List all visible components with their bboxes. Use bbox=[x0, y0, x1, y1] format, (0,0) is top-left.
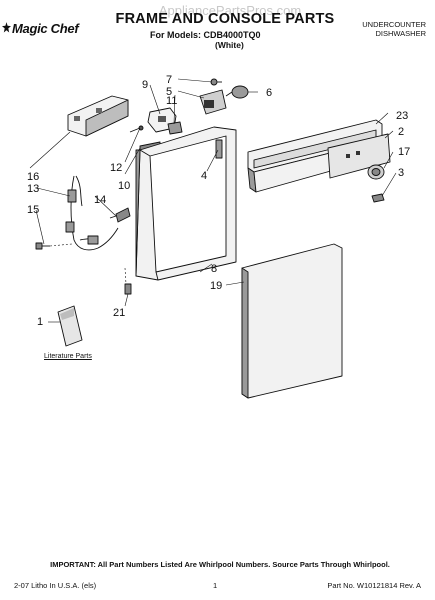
part-5-switch bbox=[199, 89, 227, 115]
model-line: For Models: CDB4000TQ0 bbox=[150, 30, 261, 40]
product-type: UNDERCOUNTER DISHWASHER bbox=[330, 20, 426, 38]
color-line: (White) bbox=[215, 40, 244, 50]
footer-part-number: Part No. W10121814 Rev. A bbox=[327, 581, 421, 590]
footer-page-number: 1 bbox=[213, 581, 218, 590]
part-16-wire-cover bbox=[67, 95, 129, 137]
product-type-line1: UNDERCOUNTER bbox=[362, 20, 426, 29]
footer-notice: IMPORTANT: All Part Numbers Listed Are W… bbox=[50, 560, 390, 569]
footer-litho: 2-07 Litho In U.S.A. (els) bbox=[14, 581, 97, 590]
callout-11: 11 bbox=[166, 95, 177, 107]
callout-14: 14 bbox=[94, 194, 106, 206]
part-6-actuator bbox=[225, 85, 249, 99]
part-11-strike bbox=[167, 121, 183, 135]
callout-17: 17 bbox=[398, 146, 410, 158]
part-19-door-panel bbox=[241, 243, 343, 399]
callout-9: 9 bbox=[142, 79, 148, 91]
part-15-screw bbox=[35, 242, 50, 250]
callout-8: 8 bbox=[211, 263, 217, 275]
callout-12: 12 bbox=[110, 162, 122, 174]
callout-4: 4 bbox=[201, 170, 207, 182]
part-21-clip bbox=[124, 283, 132, 295]
callout-21: 21 bbox=[113, 307, 125, 319]
callout-labels: 1 2 3 4 5 6 7 8 9 10 11 12 13 14 15 16 1… bbox=[27, 74, 410, 328]
callout-1: 1 bbox=[37, 316, 43, 328]
part-3-button bbox=[371, 193, 385, 203]
callout-6: 6 bbox=[266, 87, 272, 99]
part-8-door-frame bbox=[135, 126, 237, 281]
part-4-label bbox=[215, 139, 223, 159]
part-2-control-panel bbox=[327, 133, 391, 179]
callout-13: 13 bbox=[27, 183, 39, 195]
callout-5: 5 bbox=[166, 86, 172, 98]
literature-parts-label: Literature Parts bbox=[44, 353, 92, 360]
part-7-screw bbox=[210, 78, 222, 86]
page-title: FRAME AND CONSOLE PARTS bbox=[115, 11, 335, 27]
callout-15: 15 bbox=[27, 204, 39, 216]
part-12-screw bbox=[129, 125, 144, 133]
part-1-literature bbox=[57, 305, 83, 347]
part-14-clip bbox=[109, 207, 131, 223]
callout-7: 7 bbox=[166, 74, 172, 86]
brand-logo: Magic Chef bbox=[12, 21, 79, 36]
part-13-wire-harness bbox=[65, 175, 119, 251]
callout-10: 10 bbox=[118, 180, 130, 192]
callout-2: 2 bbox=[398, 126, 404, 138]
leader-lines bbox=[29, 78, 397, 323]
watermark-text: AppliancePartsPros.com bbox=[158, 3, 302, 18]
callout-3: 3 bbox=[398, 167, 404, 179]
callout-19: 19 bbox=[210, 280, 222, 292]
brand-star-icon bbox=[2, 22, 11, 33]
callout-16: 16 bbox=[27, 171, 39, 183]
callout-23: 23 bbox=[396, 110, 408, 122]
product-type-line2: DISHWASHER bbox=[375, 29, 426, 38]
part-17-knob bbox=[367, 164, 385, 180]
